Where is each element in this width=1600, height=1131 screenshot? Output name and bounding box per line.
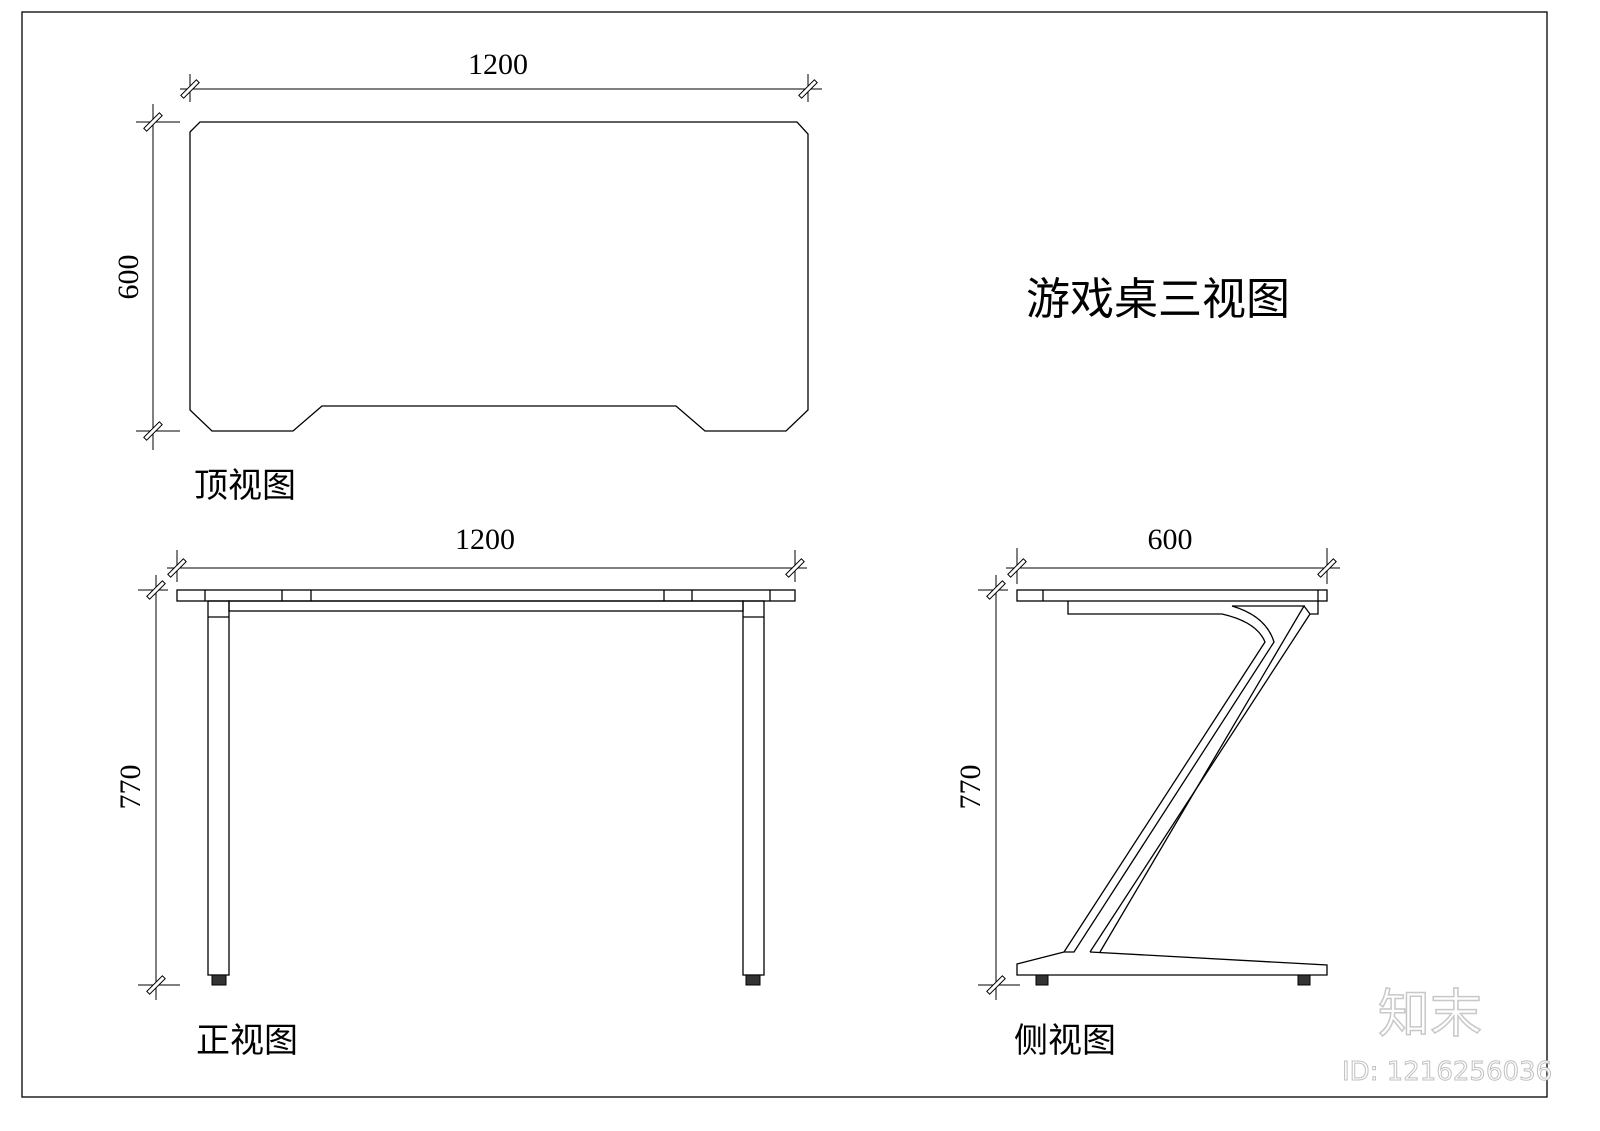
- z-frame-leg: [1016, 601, 1328, 976]
- drawing-title: 游戏桌三视图: [1026, 274, 1290, 325]
- side-view: 600 770 侧视图: [954, 523, 1340, 1061]
- side-view-label: 侧视图: [1014, 1021, 1116, 1061]
- front-view: 1200 770 正视图: [114, 523, 807, 1061]
- watermark-logo: 知末: [1378, 985, 1482, 1045]
- top-view-label: 顶视图: [194, 466, 296, 506]
- desktop-outline: [189, 121, 809, 432]
- top-width-value: 1200: [468, 48, 528, 81]
- side-foot-right: [1297, 974, 1311, 986]
- side-depth-dimension: 600: [1006, 523, 1340, 584]
- desktop-slab: [176, 589, 796, 602]
- left-leg: [207, 600, 230, 986]
- side-desktop-slab: [1016, 589, 1328, 602]
- front-view-label: 正视图: [196, 1021, 298, 1061]
- front-height-dimension: 770: [114, 575, 180, 1000]
- side-height-value: 770: [954, 765, 987, 810]
- slab-divisions: [204, 590, 771, 601]
- right-leg: [742, 600, 765, 986]
- front-width-dimension: 1200: [167, 523, 807, 582]
- sheet-border: [21, 11, 1548, 1098]
- watermark-id: ID: 1216256036: [1342, 1057, 1552, 1087]
- top-depth-value: 600: [112, 255, 145, 300]
- top-depth-dimension: 600: [112, 104, 180, 450]
- apron: [228, 600, 744, 612]
- front-width-value: 1200: [455, 523, 515, 556]
- side-depth-value: 600: [1148, 523, 1193, 556]
- side-height-dimension: 770: [954, 575, 1020, 1000]
- side-foot-left: [1035, 974, 1049, 986]
- top-width-dimension: 1200: [180, 48, 822, 102]
- front-height-value: 770: [114, 765, 147, 810]
- top-view: 1200 600 顶视图: [112, 48, 822, 506]
